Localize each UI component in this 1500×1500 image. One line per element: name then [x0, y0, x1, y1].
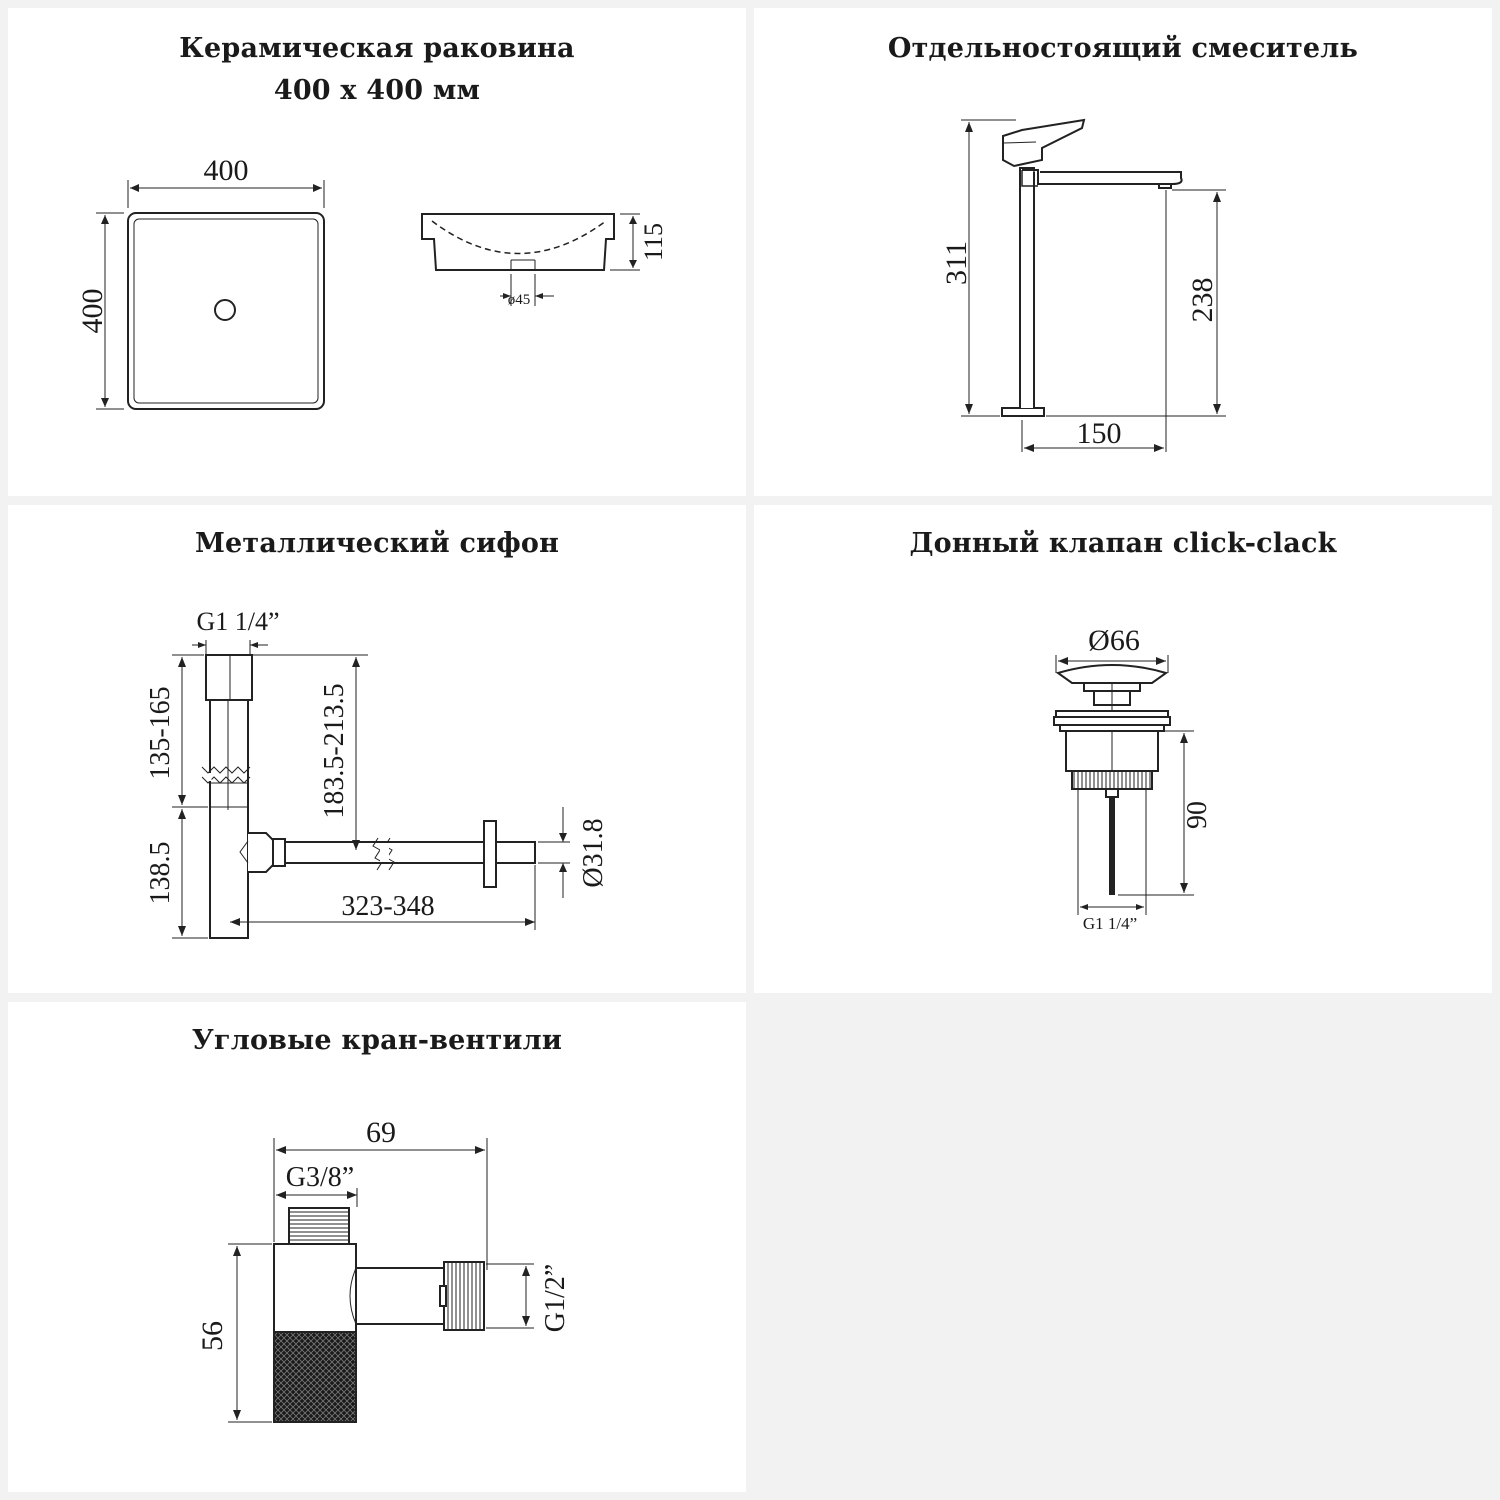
basin-drain-label: ø45: [508, 292, 531, 308]
faucet-title: Отдельностоящий смеситель: [887, 33, 1359, 64]
siphon-wall-flange: [483, 820, 497, 888]
faucet-spout-height-label: 238: [1186, 278, 1219, 323]
faucet-body: [1019, 167, 1035, 408]
faucet-drawing: 311 238 150: [940, 118, 1226, 452]
basin-inner-rim: [133, 218, 319, 404]
angle-valve-height-label: 56: [196, 1321, 229, 1351]
angle-valve-panel: Угловые кран-вентили 69 G3/8”: [8, 1002, 746, 1492]
faucet-height-label: 311: [940, 241, 973, 285]
angle-valve-title: Угловые кран-вентили: [191, 1025, 563, 1056]
angle-valve-outlet-label: G1/2”: [540, 1264, 571, 1332]
angle-valve-drawing: 69 G3/8” 56 G1/2”: [196, 1116, 571, 1423]
valve-height-label: 90: [1182, 801, 1213, 829]
basin-drawing: 400 400 115 ø45: [76, 154, 668, 410]
basin-height-label: 400: [76, 289, 109, 334]
angle-valve-width-label: 69: [366, 1116, 396, 1149]
valve-spindle: [1109, 797, 1115, 895]
siphon-outlet-label: Ø31.8: [578, 818, 609, 887]
siphon-drawing: G1 1/4” 135-165 138.5: [145, 607, 609, 939]
siphon-thread-label: G1 1/4”: [196, 607, 279, 636]
siphon-vertical-tube: [209, 699, 249, 939]
siphon-panel: Металлический сифон G1 1/4” 135-165: [8, 505, 746, 993]
valve-title: Донный клапан click-clack: [909, 528, 1337, 559]
faucet-panel: Отдельностоящий смеситель 311 238 150: [754, 8, 1492, 496]
valve-panel: Донный клапан click-clack Ø66 90: [754, 505, 1492, 993]
angle-valve-inlet-thread: [288, 1207, 350, 1245]
basin-drain-hole: [214, 299, 236, 321]
basin-title-line2: 400 х 400 мм: [273, 75, 481, 106]
angle-valve-body: [273, 1243, 357, 1333]
faucet-handle: [1002, 118, 1086, 168]
basin-title: Керамическая раковина 400 х 400 мм: [8, 28, 746, 112]
faucet-spout: [1022, 169, 1183, 185]
angle-valve-knurled-handle: [273, 1331, 357, 1423]
siphon-title: Металлический сифон: [194, 528, 560, 559]
basin-side-view: [421, 213, 615, 271]
faucet-aerator: [1158, 183, 1172, 189]
siphon-horizontal-pipe: [284, 841, 536, 864]
angle-valve-inlet-label: G3/8”: [286, 1162, 354, 1193]
valve-diameter-label: Ø66: [1088, 624, 1140, 657]
siphon-elbow: [248, 832, 274, 873]
valve-drawing: Ø66 90 G1 1/4”: [1053, 624, 1213, 933]
basin-panel: Керамическая раковина 400 х 400 мм 400 4…: [8, 8, 746, 496]
faucet-reach-label: 150: [1077, 417, 1122, 450]
valve-cap: [1055, 664, 1169, 684]
valve-thread: [1071, 770, 1153, 790]
angle-valve-outlet-pipe: [355, 1267, 445, 1325]
valve-thread-label: G1 1/4”: [1083, 914, 1137, 933]
basin-bowl-hidden-line: [431, 220, 607, 255]
faucet-base: [1001, 407, 1045, 417]
basin-width-label: 400: [204, 154, 249, 187]
siphon-length-label: 323-348: [341, 891, 434, 922]
basin-depth-label: 115: [639, 223, 668, 261]
siphon-top-cap: [205, 654, 253, 701]
basin-title-line1: Керамическая раковина: [179, 33, 575, 64]
siphon-drop-label: 183.5-213.5: [319, 683, 350, 818]
siphon-lower-label: 138.5: [145, 842, 176, 905]
siphon-upper-label: 135-165: [145, 686, 176, 779]
